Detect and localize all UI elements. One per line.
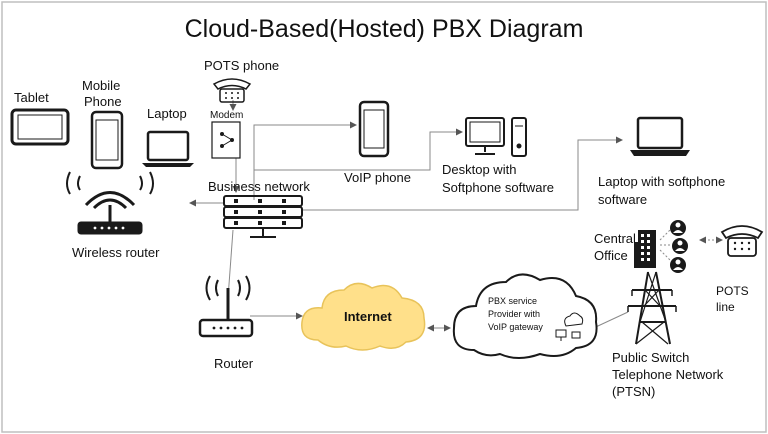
pbx-cloud-icon	[452, 273, 598, 359]
desktop-label-line2: Softphone software	[442, 180, 555, 195]
internet-label: Internet	[344, 309, 392, 324]
voip-phone-label: VoIP phone	[344, 170, 411, 185]
transmission-tower-icon	[627, 271, 677, 345]
pbx-label-line2: Provider with	[488, 309, 541, 319]
pots-phone-icon	[212, 78, 252, 103]
laptop-softphone-label-line2: software	[598, 192, 648, 207]
line-to-desktop	[254, 128, 463, 171]
router-icon	[198, 275, 254, 338]
user-icon	[670, 257, 686, 273]
voip-phone-icon	[358, 100, 390, 158]
pots-phone-label: POTS phone	[204, 58, 280, 73]
laptop-label: Laptop	[147, 106, 187, 121]
user-icon	[670, 220, 686, 236]
pbx-label-line1: PBX service	[488, 296, 538, 306]
central-office-label-line1: Central	[594, 231, 636, 246]
pots-phone-right-icon	[720, 225, 764, 257]
modem-icon	[211, 121, 241, 159]
central-office-building-icon	[634, 230, 656, 268]
modem-label: Modem	[210, 110, 244, 121]
line-co-user3	[659, 249, 673, 263]
tablet-icon	[10, 108, 70, 146]
mobile-phone-label-line2: Phone	[84, 94, 122, 109]
router-label: Router	[214, 356, 254, 371]
line-bus-vertical	[253, 124, 262, 200]
business-network-label: Business network	[208, 179, 310, 194]
business-switch-icon	[223, 195, 303, 238]
central-office-label-line2: Office	[594, 248, 628, 263]
desktop-label-line1: Desktop with	[442, 162, 517, 177]
laptop-softphone-icon	[630, 116, 690, 156]
pots-line-label-line2: line	[716, 300, 735, 314]
desktop-icon	[465, 117, 527, 157]
connection-lines	[189, 100, 723, 333]
pots-line-label-line1: POTS	[716, 284, 749, 298]
user-icon	[672, 238, 688, 254]
wireless-router-label: Wireless router	[72, 245, 160, 260]
line-co-user1	[659, 227, 673, 241]
laptop-icon	[142, 130, 194, 167]
wireless-router-icon	[66, 171, 154, 235]
internet-cloud-icon	[301, 282, 426, 351]
mobile-phone-icon	[90, 110, 124, 170]
pstn-label-line3: (PTSN)	[612, 384, 656, 399]
pbx-label-line3: VoIP gateway	[488, 322, 543, 332]
pstn-label-line2: Telephone Network	[612, 367, 724, 382]
line-to-laptop-softphone	[302, 136, 623, 211]
mobile-phone-label-line1: Mobile	[82, 78, 121, 93]
pstn-label-line1: Public Switch	[612, 350, 690, 365]
line-switch-router	[227, 229, 234, 299]
laptop-softphone-label-line1: Laptop with softphone	[598, 174, 726, 189]
diagram-title: Cloud-Based(Hosted) PBX Diagram	[184, 15, 584, 43]
tablet-label: Tablet	[14, 90, 49, 105]
